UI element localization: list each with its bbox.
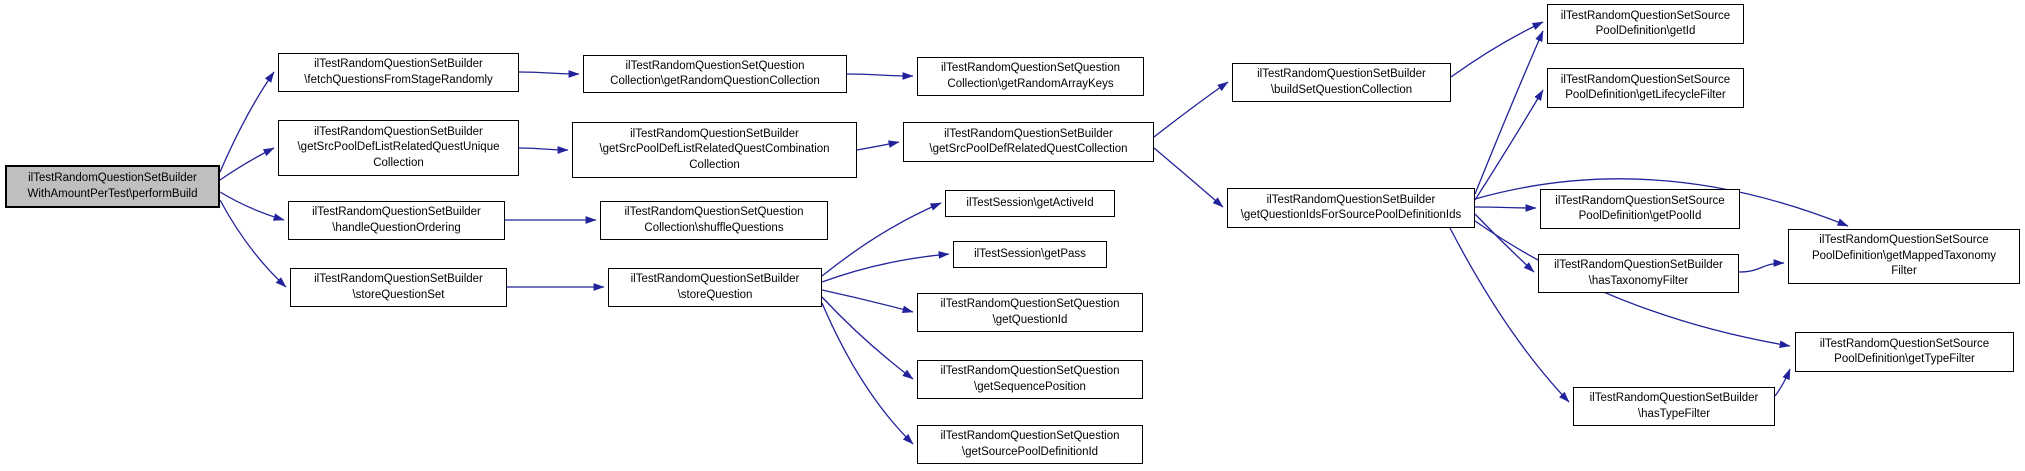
call-edge-relatedQuestColl-to-getQuestionIds xyxy=(1153,147,1224,208)
call-edge-storeQuestion-to-getQuestionId xyxy=(821,289,914,314)
call-edge-randomQColl-to-randomArrayKeys xyxy=(846,72,914,80)
call-edge-getQuestionIds-to-getId xyxy=(1474,30,1544,195)
graph-node-getQuestionIds[interactable]: ilTestRandomQuestionSetBuilder \getQuest… xyxy=(1227,188,1475,228)
graph-node-getActiveId[interactable]: ilTestSession\getActiveId xyxy=(945,190,1115,217)
call-edge-combinationColl-to-relatedQuestColl xyxy=(856,140,900,151)
call-edge-hasTypeFilter-to-getTypeFilter xyxy=(1774,368,1791,397)
call-edge-storeQuestion-to-getActiveId xyxy=(821,202,942,277)
graph-node-randomArrayKeys[interactable]: ilTestRandomQuestionSetQuestion Collecti… xyxy=(917,57,1144,96)
graph-node-getMappedTaxonomyFilter[interactable]: ilTestRandomQuestionSetSource PoolDefini… xyxy=(1788,229,2020,284)
graph-node-handleOrdering[interactable]: ilTestRandomQuestionSetBuilder \handleQu… xyxy=(288,201,505,240)
graph-node-combinationColl[interactable]: ilTestRandomQuestionSetBuilder \getSrcPo… xyxy=(572,122,857,178)
graph-node-hasTypeFilter[interactable]: ilTestRandomQuestionSetBuilder \hasTypeF… xyxy=(1573,387,1775,426)
graph-node-getLifecycleFilter[interactable]: ilTestRandomQuestionSetSource PoolDefini… xyxy=(1547,68,1744,108)
graph-node-getTypeFilter[interactable]: ilTestRandomQuestionSetSource PoolDefini… xyxy=(1795,332,2014,372)
call-edge-getQuestionIds-to-hasTaxonomyFilter xyxy=(1474,213,1535,273)
call-edge-root-to-storeQuestionSet xyxy=(219,199,287,288)
graph-node-randomQColl[interactable]: ilTestRandomQuestionSetQuestion Collecti… xyxy=(583,55,847,93)
call-edge-root-to-handleOrdering xyxy=(219,191,285,221)
graph-node-hasTaxonomyFilter[interactable]: ilTestRandomQuestionSetBuilder \hasTaxon… xyxy=(1538,254,1739,293)
graph-node-buildSetQColl[interactable]: ilTestRandomQuestionSetBuilder \buildSet… xyxy=(1232,63,1451,102)
call-edge-buildSetQColl-to-getId xyxy=(1450,21,1544,78)
call-edge-getQuestionIds-to-getLifecycleFilter xyxy=(1474,89,1544,201)
graph-node-getPoolId[interactable]: ilTestRandomQuestionSetSource PoolDefini… xyxy=(1540,189,1740,229)
call-edge-storeQuestion-to-getPass xyxy=(821,251,950,283)
call-edge-fetchRandomly-to-randomQColl xyxy=(518,70,580,78)
graph-node-uniqueColl[interactable]: ilTestRandomQuestionSetBuilder \getSrcPo… xyxy=(278,120,519,176)
graph-node-fetchRandomly[interactable]: ilTestRandomQuestionSetBuilder \fetchQue… xyxy=(278,53,519,92)
call-edge-storeQuestion-to-getSourcePoolDefinitionId xyxy=(821,302,914,445)
graph-node-getId[interactable]: ilTestRandomQuestionSetSource PoolDefini… xyxy=(1547,4,1744,44)
call-edge-uniqueColl-to-combinationColl xyxy=(518,146,569,154)
graph-node-getSequencePosition[interactable]: ilTestRandomQuestionSetQuestion \getSequ… xyxy=(917,360,1143,399)
call-edge-storeQuestion-to-getSequencePosition xyxy=(821,296,914,380)
graph-node-getPass[interactable]: ilTestSession\getPass xyxy=(953,241,1107,268)
graph-node-relatedQuestColl[interactable]: ilTestRandomQuestionSetBuilder \getSrcPo… xyxy=(903,122,1154,162)
call-edge-getQuestionIds-to-getPoolId xyxy=(1474,204,1537,212)
graph-node-root: ilTestRandomQuestionSetBuilder WithAmoun… xyxy=(5,165,220,208)
call-edge-root-to-uniqueColl xyxy=(219,147,275,181)
graph-node-shuffleQuestions[interactable]: ilTestRandomQuestionSetQuestion Collecti… xyxy=(600,201,828,240)
call-edge-relatedQuestColl-to-buildSetQColl xyxy=(1153,81,1229,138)
graph-node-storeQuestion[interactable]: ilTestRandomQuestionSetBuilder \storeQue… xyxy=(608,268,822,307)
call-edge-hasTaxonomyFilter-to-getMappedTaxonomyFilter xyxy=(1738,259,1785,273)
call-edge-root-to-fetchRandomly xyxy=(219,71,275,173)
graph-node-getQuestionId[interactable]: ilTestRandomQuestionSetQuestion \getQues… xyxy=(917,293,1143,332)
graph-node-storeQuestionSet[interactable]: ilTestRandomQuestionSetBuilder \storeQue… xyxy=(290,268,507,307)
graph-node-getSourcePoolDefinitionId[interactable]: ilTestRandomQuestionSetQuestion \getSour… xyxy=(917,425,1143,464)
